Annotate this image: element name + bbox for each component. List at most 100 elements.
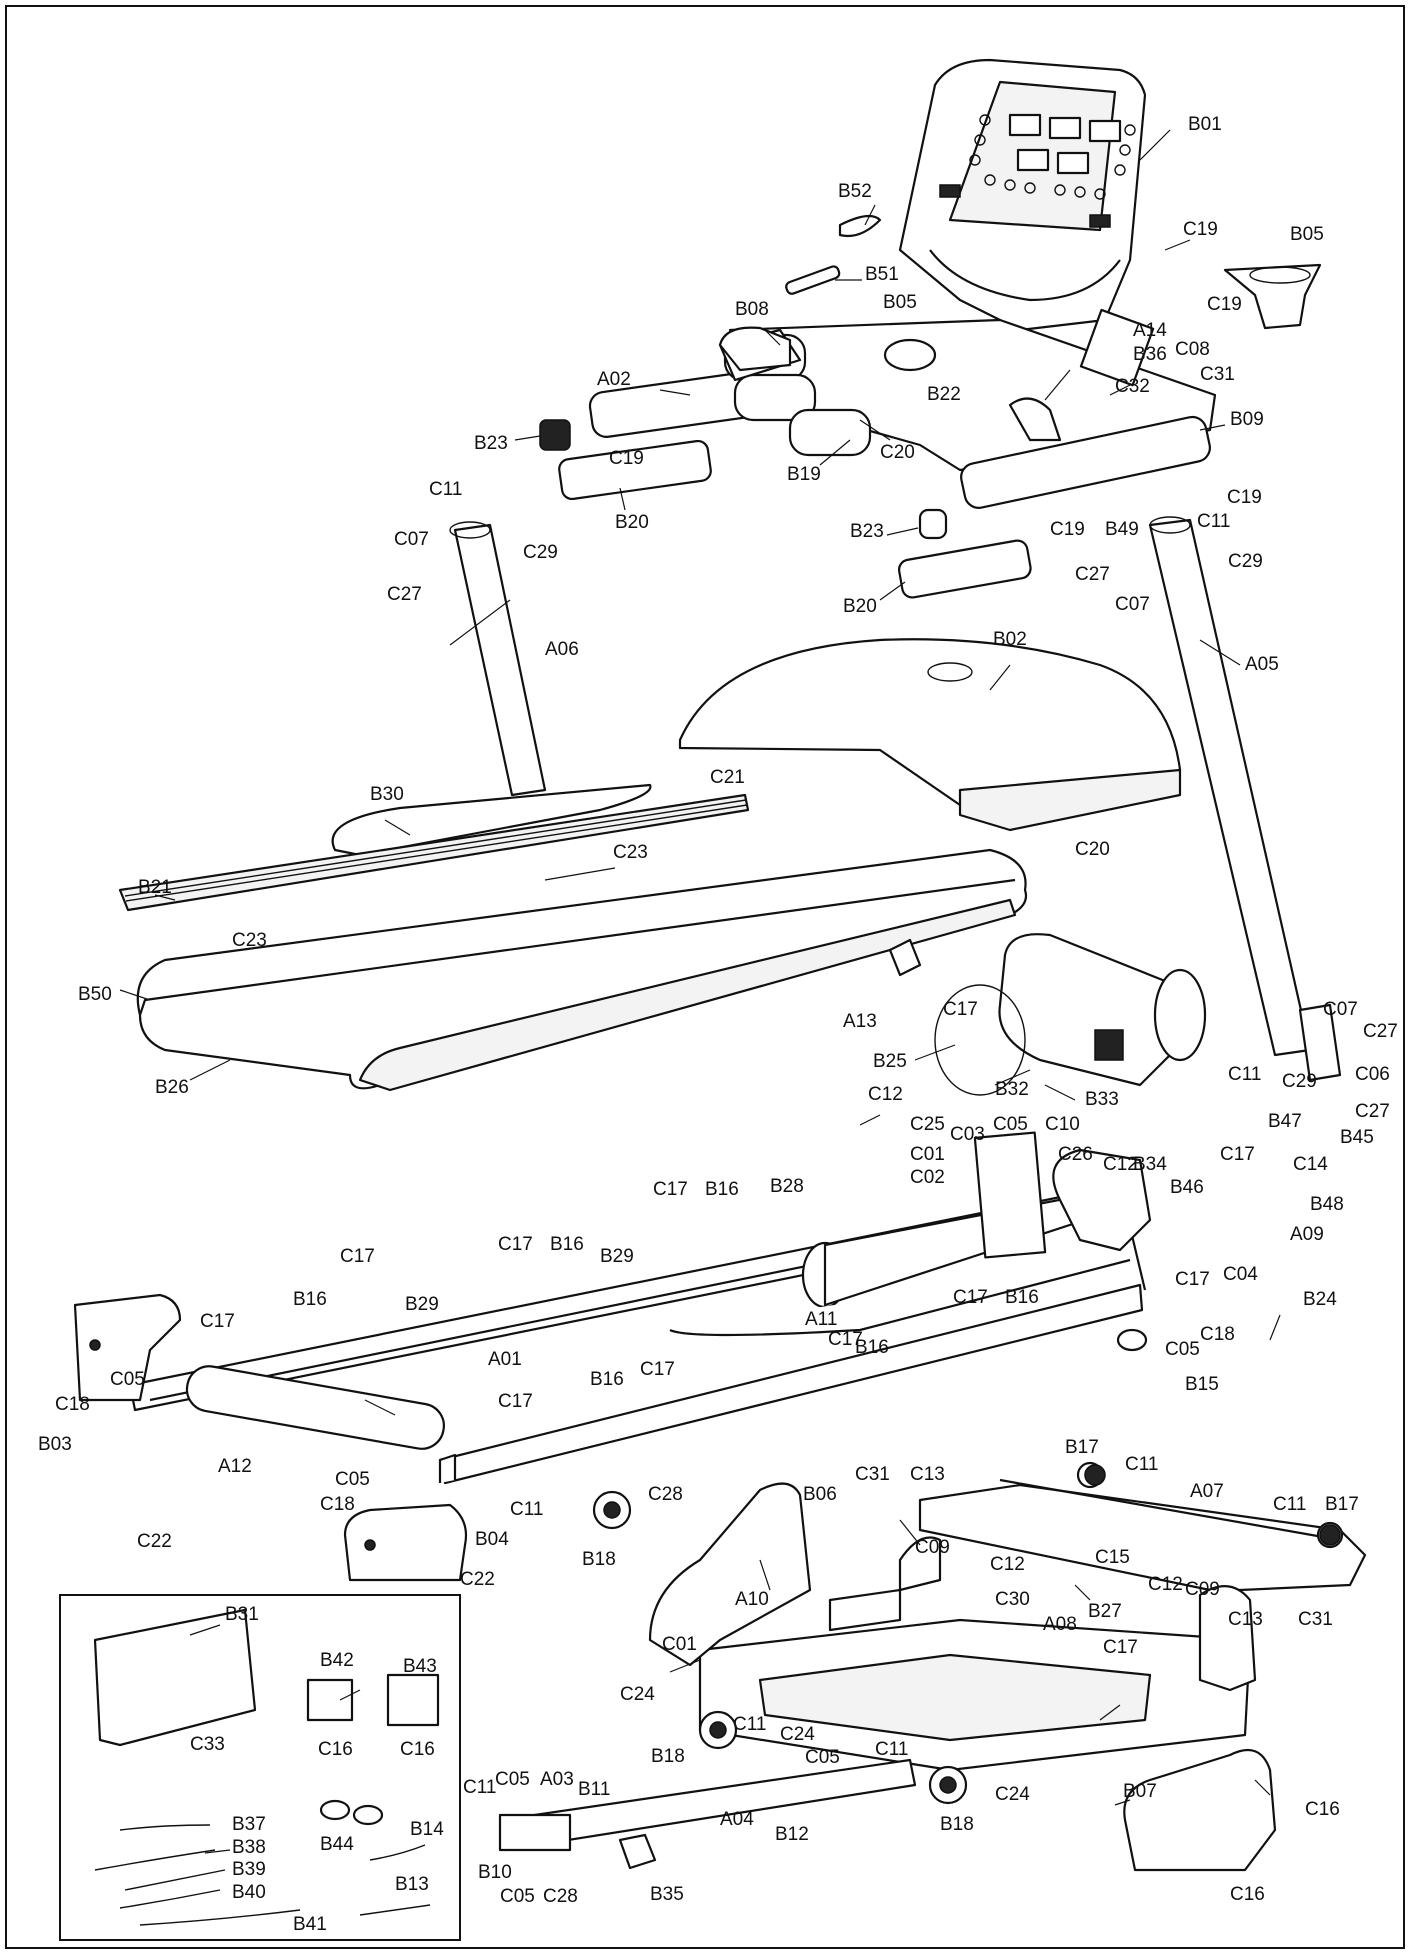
label-b37: B37	[232, 1814, 266, 1835]
label-b39: B39	[232, 1859, 266, 1880]
wheels-b18	[592, 1464, 1341, 1805]
label-c11: C11	[510, 1499, 543, 1520]
label-b05: B05	[1290, 224, 1324, 245]
label-b04: B04	[475, 1529, 509, 1550]
label-c30: C30	[995, 1589, 1030, 1610]
end-cap-b23-left	[539, 419, 571, 451]
part-b43	[386, 1673, 440, 1727]
label-c17: C17	[498, 1234, 533, 1255]
label-c27: C27	[1075, 564, 1110, 585]
label-c16: C16	[318, 1739, 353, 1760]
label-b50: B50	[78, 984, 112, 1005]
label-b20: B20	[615, 512, 649, 533]
label-c01: C01	[662, 1634, 697, 1655]
label-c17: C17	[943, 999, 978, 1020]
label-b14: B14	[410, 1819, 444, 1840]
label-c01: C01	[910, 1144, 945, 1165]
label-c05: C05	[500, 1886, 535, 1907]
label-a02: A02	[597, 369, 631, 390]
label-b07: B07	[1123, 1781, 1157, 1802]
label-c27: C27	[1363, 1021, 1398, 1042]
label-c26: C26	[1058, 1144, 1093, 1165]
label-b16: B16	[550, 1234, 584, 1255]
label-c15: C15	[1095, 1547, 1130, 1568]
label-c16: C16	[400, 1739, 435, 1760]
label-b03: B03	[38, 1434, 72, 1455]
label-c05: C05	[1165, 1339, 1200, 1360]
end-cap-b04	[343, 1503, 468, 1582]
grip-sleeve-b20-left	[558, 439, 712, 501]
label-b43: B43	[403, 1656, 437, 1677]
label-c14: C14	[1293, 1154, 1328, 1175]
arm-a03	[498, 1813, 572, 1852]
label-c17: C17	[1220, 1144, 1255, 1165]
label-c29: C29	[1282, 1071, 1317, 1092]
label-c11: C11	[733, 1714, 766, 1735]
label-c20: C20	[880, 442, 915, 463]
label-a09: A09	[1290, 1224, 1324, 1245]
label-b32: B32	[995, 1079, 1029, 1100]
label-a01: A01	[488, 1349, 522, 1370]
cover-b07	[1123, 1748, 1277, 1872]
label-b27: B27	[1088, 1601, 1122, 1622]
label-b49: B49	[1105, 519, 1139, 540]
label-c23: C23	[613, 842, 648, 863]
label-b28: B28	[770, 1176, 804, 1197]
label-c11: C11	[875, 1739, 908, 1760]
label-c19: C19	[609, 448, 644, 469]
label-c02: C02	[910, 1167, 945, 1188]
drive-motor	[888, 933, 1207, 1096]
label-c22: C22	[460, 1569, 495, 1590]
label-c17: C17	[1175, 1269, 1210, 1290]
label-b17: B17	[1065, 1437, 1099, 1458]
label-c05: C05	[495, 1769, 530, 1790]
label-c27: C27	[1355, 1101, 1390, 1122]
label-c20: C20	[1075, 839, 1110, 860]
label-c18: C18	[320, 1494, 355, 1515]
label-c18: C18	[1200, 1324, 1235, 1345]
label-c19: C19	[1183, 219, 1218, 240]
label-b13: B13	[395, 1874, 429, 1895]
label-c17: C17	[200, 1311, 235, 1332]
label-b17: B17	[1325, 1494, 1359, 1515]
label-b46: B46	[1170, 1177, 1204, 1198]
motor-hood-b02	[678, 638, 1182, 807]
leader-lines	[119, 129, 1281, 1854]
label-c32: C32	[1115, 376, 1150, 397]
label-b09: B09	[1230, 409, 1264, 430]
label-c09: C09	[1185, 1579, 1220, 1600]
label-c31: C31	[1200, 364, 1235, 385]
label-b08: B08	[735, 299, 769, 320]
part-b44	[319, 1799, 351, 1821]
label-b15: B15	[1185, 1374, 1219, 1395]
label-c29: C29	[1228, 551, 1263, 572]
label-c11: C11	[1273, 1494, 1306, 1515]
roller-a12	[185, 1365, 445, 1450]
page-border	[5, 5, 1405, 1949]
label-b29: B29	[405, 1294, 439, 1315]
label-c21: C21	[710, 767, 745, 788]
label-b38: B38	[232, 1837, 266, 1858]
side-trim-b30	[331, 783, 652, 857]
label-b41: B41	[293, 1914, 327, 1935]
label-c16: C16	[1305, 1799, 1340, 1820]
label-c23: C23	[232, 930, 267, 951]
label-a12: A12	[218, 1456, 252, 1477]
label-c24: C24	[780, 1724, 815, 1745]
label-b34: B34	[1133, 1154, 1167, 1175]
label-b36: B36	[1133, 344, 1167, 365]
label-c18: C18	[55, 1394, 90, 1415]
label-b45: B45	[1340, 1127, 1374, 1148]
console-b01	[898, 58, 1147, 332]
base-frame-a08	[698, 1536, 1252, 1772]
label-b25: B25	[873, 1051, 907, 1072]
label-b18: B18	[582, 1549, 616, 1570]
label-c05: C05	[805, 1747, 840, 1768]
part-labels: B01 C19 B05 C19 B52 B51 B08 B05 A14 B36 …	[38, 114, 1398, 1935]
label-c19: C19	[1207, 294, 1242, 315]
label-b20: B20	[843, 596, 877, 617]
label-b29: B29	[600, 1246, 634, 1267]
label-c11: C11	[463, 1777, 496, 1798]
label-c12: C12	[990, 1554, 1025, 1575]
